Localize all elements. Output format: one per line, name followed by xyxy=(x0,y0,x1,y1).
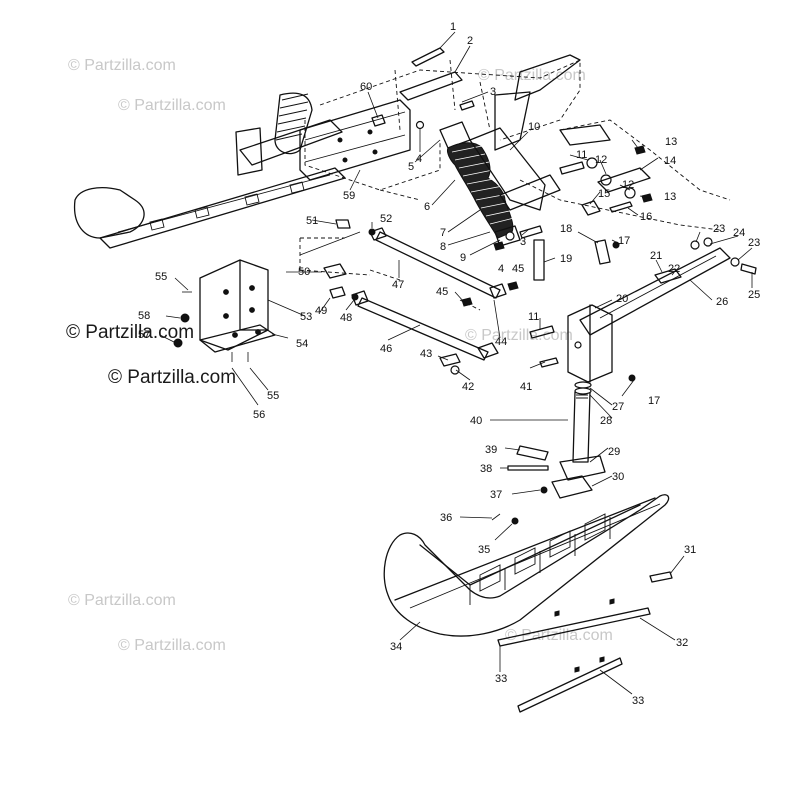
callout-60: 60 xyxy=(360,81,372,93)
callout-1: 1 xyxy=(450,21,456,33)
callout-17: 17 xyxy=(618,235,630,247)
callout-25: 25 xyxy=(748,289,760,301)
callout-38: 38 xyxy=(480,463,492,475)
callout-23b: 23 xyxy=(748,237,760,249)
callout-13: 13 xyxy=(665,136,677,148)
callout-10: 10 xyxy=(528,121,540,133)
callout-35: 35 xyxy=(478,544,490,556)
watermark-top-left: © Partzilla.com xyxy=(68,57,176,74)
callout-3: 3 xyxy=(490,86,496,98)
callout-18: 18 xyxy=(560,223,572,235)
callout-57: 57 xyxy=(138,329,150,341)
callout-31: 31 xyxy=(684,544,696,556)
callout-56: 56 xyxy=(253,409,265,421)
callout-44: 44 xyxy=(495,336,507,348)
callout-48: 48 xyxy=(340,312,352,324)
watermark-mid-right: © Partzilla.com xyxy=(465,327,573,344)
callout-27: 27 xyxy=(612,401,624,413)
callout-50: 50 xyxy=(298,266,310,278)
callout-20: 20 xyxy=(616,293,628,305)
callout-29: 29 xyxy=(608,446,620,458)
callout-41: 41 xyxy=(520,381,532,393)
shock-absorber xyxy=(439,121,521,247)
tie-rods xyxy=(351,227,507,375)
callout-19: 19 xyxy=(560,253,572,265)
callout-11b: 11 xyxy=(528,311,539,323)
callout-54: 54 xyxy=(296,338,308,350)
callout-51: 51 xyxy=(306,215,318,227)
callout-26: 26 xyxy=(716,296,728,308)
callout-9: 9 xyxy=(460,252,466,264)
callout-32: 32 xyxy=(676,637,688,649)
callout-55: 55 xyxy=(155,271,167,283)
mount-bracket xyxy=(173,219,376,362)
watermark-bottom-mid: © Partzilla.com xyxy=(118,637,226,654)
callout-2: 2 xyxy=(467,35,473,47)
callout-23: 23 xyxy=(713,223,725,235)
callout-12: 12 xyxy=(595,154,607,166)
callout-39: 39 xyxy=(485,444,497,456)
steering-bracket xyxy=(469,127,653,291)
callout-53: 53 xyxy=(300,311,312,323)
callout-46: 46 xyxy=(380,343,392,355)
watermark-top-right: © Partzilla.com xyxy=(478,67,586,84)
ski xyxy=(383,494,673,637)
callout-22: 22 xyxy=(668,263,680,275)
callout-37: 37 xyxy=(490,489,502,501)
callout-33: 33 xyxy=(495,673,507,685)
callout-43: 43 xyxy=(420,348,432,360)
callout-4b: 4 xyxy=(498,263,504,275)
callout-8: 8 xyxy=(440,241,446,253)
mount-assembly xyxy=(299,47,475,181)
callout-labels: 1 2 3 3 4 4 5 6 7 8 9 10 11 11 12 12 13 … xyxy=(138,21,760,707)
callout-30: 30 xyxy=(612,471,624,483)
callout-13b: 13 xyxy=(664,191,676,203)
callout-7: 7 xyxy=(440,227,446,239)
leader-lines xyxy=(159,31,753,695)
callout-17b: 17 xyxy=(648,395,660,407)
callout-24: 24 xyxy=(733,227,745,239)
callout-6: 6 xyxy=(424,201,430,213)
watermark-top-mid: © Partzilla.com xyxy=(118,97,226,114)
spindle-assembly xyxy=(507,237,757,499)
watermark-bottom-left: © Partzilla.com xyxy=(68,592,176,609)
callout-47: 47 xyxy=(392,279,404,291)
callout-40: 40 xyxy=(470,415,482,427)
callout-4: 4 xyxy=(416,153,422,165)
callout-14: 14 xyxy=(664,155,676,167)
callout-59: 59 xyxy=(343,190,355,202)
callout-45: 45 xyxy=(512,263,524,275)
callout-55b: 55 xyxy=(267,390,279,402)
watermark-main-2: © Partzilla.com xyxy=(108,367,236,388)
callout-52: 52 xyxy=(380,213,392,225)
callout-12b: 12 xyxy=(622,179,634,191)
callout-42: 42 xyxy=(462,381,474,393)
callout-3b: 3 xyxy=(520,236,526,248)
callout-34: 34 xyxy=(390,641,402,653)
watermark-main: © Partzilla.com xyxy=(66,322,194,343)
callout-45b: 45 xyxy=(436,286,448,298)
callout-33b: 33 xyxy=(632,695,644,707)
callout-49: 49 xyxy=(315,305,327,317)
callout-5: 5 xyxy=(408,161,414,173)
callout-36: 36 xyxy=(440,512,452,524)
callout-58: 58 xyxy=(138,310,150,322)
callout-11: 11 xyxy=(576,149,587,161)
wear-bars xyxy=(497,598,651,713)
callout-15: 15 xyxy=(598,188,610,200)
callout-21: 21 xyxy=(650,250,662,262)
callout-16: 16 xyxy=(640,211,652,223)
callout-28: 28 xyxy=(600,415,612,427)
